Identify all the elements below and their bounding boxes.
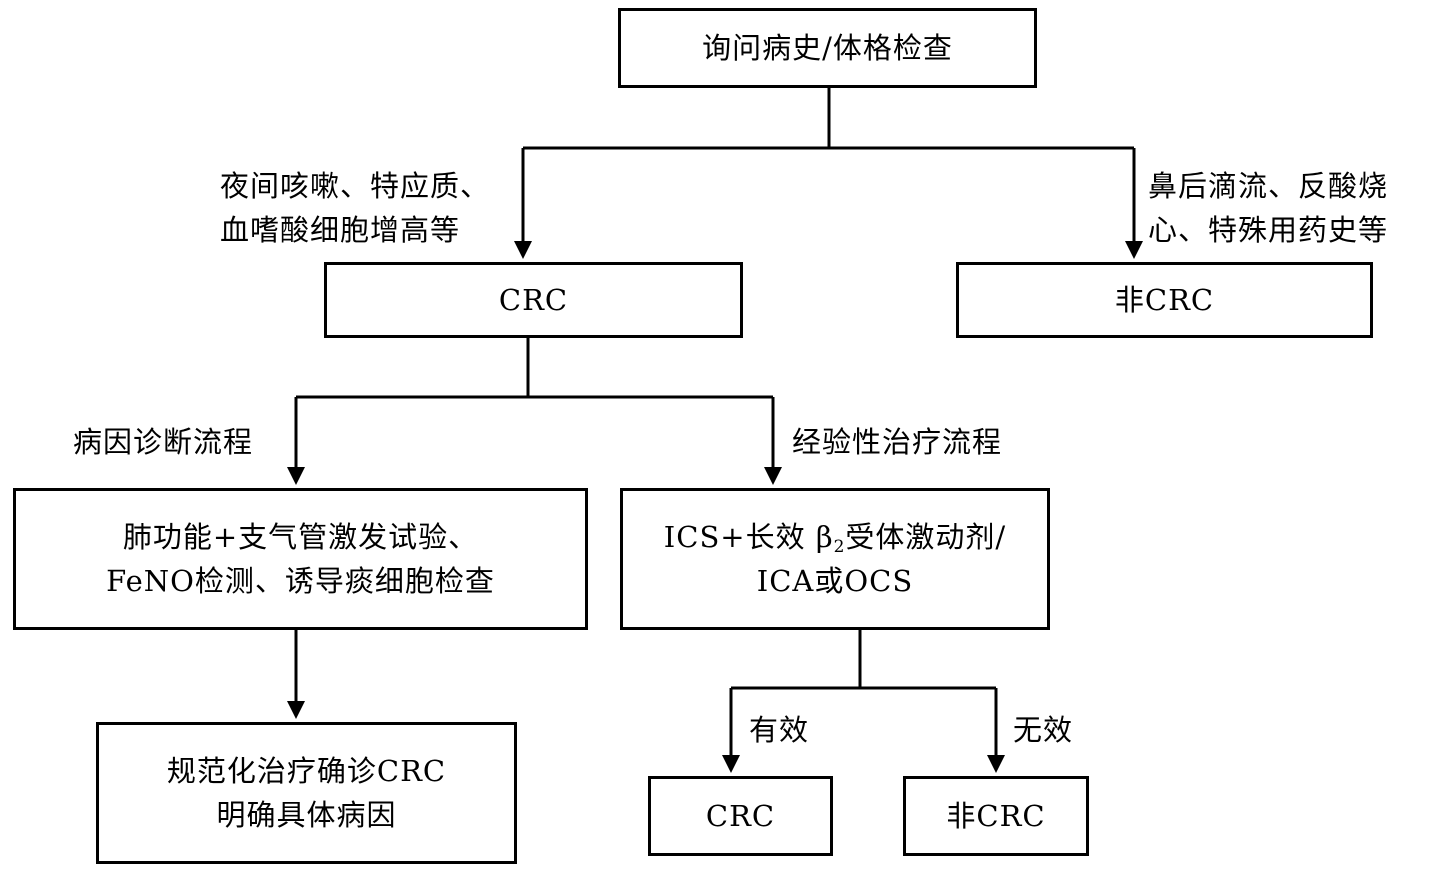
node-empiric-treatment-line1-pre: ICS+长效 β bbox=[663, 520, 834, 554]
edge-label-to-non-crc-line2: 心、特殊用药史等 bbox=[1148, 213, 1389, 247]
node-result-crc: CRC bbox=[648, 776, 833, 856]
node-standard-treatment-line1: 规范化治疗确诊CRC bbox=[166, 754, 447, 788]
node-empiric-treatment-line1-post: 受体激动剂/ bbox=[845, 520, 1007, 554]
node-non-crc-text: 非CRC bbox=[1114, 283, 1215, 317]
edge-label-to-non-crc-line1: 鼻后滴流、反酸烧 bbox=[1148, 169, 1389, 203]
node-etiology-tests-line1: 肺功能+支气管激发试验、 bbox=[122, 520, 479, 554]
node-empiric-treatment-line1: ICS+长效 β2受体激动剂/ bbox=[664, 515, 1006, 559]
node-empiric-treatment-line2: ICA或OCS bbox=[756, 564, 914, 598]
edge-label-to-non-crc: 鼻后滴流、反酸烧 心、特殊用药史等 bbox=[1148, 164, 1388, 252]
node-result-crc-text: CRC bbox=[705, 799, 776, 833]
node-standard-treatment-line2: 明确具体病因 bbox=[216, 798, 397, 832]
edge-label-to-crc: 夜间咳嗽、特应质、 血嗜酸细胞增高等 bbox=[220, 164, 490, 252]
edge-label-to-crc-line1: 夜间咳嗽、特应质、 bbox=[220, 169, 491, 203]
edge-label-effective: 有效 bbox=[749, 713, 810, 747]
node-crc: CRC bbox=[324, 262, 743, 338]
node-etiology-tests: 肺功能+支气管激发试验、 FeNO检测、诱导痰细胞检查 bbox=[13, 488, 588, 630]
node-history-text: 询问病史/体格检查 bbox=[702, 31, 953, 65]
node-empiric-treatment: ICS+长效 β2受体激动剂/ ICA或OCS bbox=[620, 488, 1050, 630]
edge-label-etiology-flow: 病因诊断流程 bbox=[73, 425, 254, 459]
node-non-crc: 非CRC bbox=[956, 262, 1373, 338]
node-empiric-treatment-line1-sub: 2 bbox=[833, 537, 846, 557]
node-crc-text: CRC bbox=[498, 283, 569, 317]
edge-label-ineffective: 无效 bbox=[1013, 713, 1074, 747]
node-etiology-tests-line2: FeNO检测、诱导痰细胞检查 bbox=[106, 564, 495, 598]
node-result-non-crc-text: 非CRC bbox=[946, 799, 1046, 833]
node-standard-treatment: 规范化治疗确诊CRC 明确具体病因 bbox=[96, 722, 517, 864]
edge-label-empiric-flow: 经验性治疗流程 bbox=[792, 425, 1003, 459]
edge-label-to-crc-line2: 血嗜酸细胞增高等 bbox=[220, 213, 461, 247]
node-result-non-crc: 非CRC bbox=[903, 776, 1089, 856]
node-history: 询问病史/体格检查 bbox=[618, 8, 1037, 88]
